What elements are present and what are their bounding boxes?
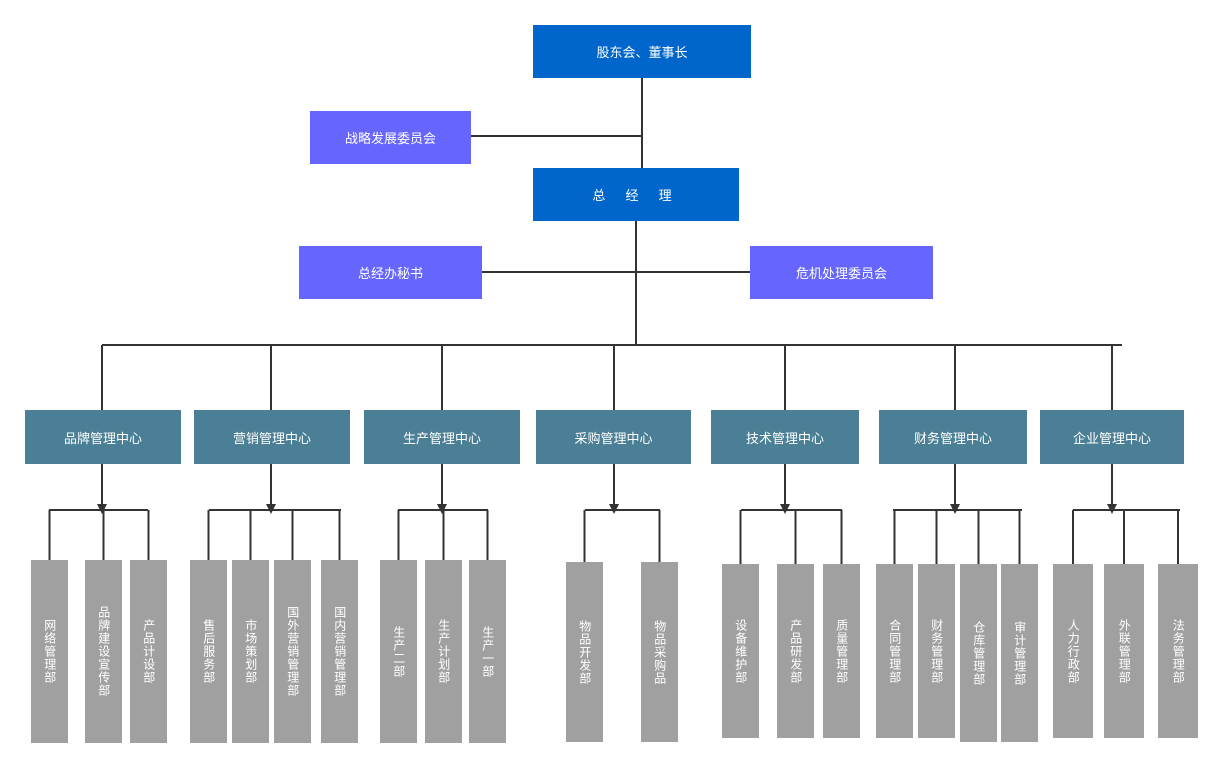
department-box: 产品研发部: [777, 564, 814, 738]
department-box: 网络管理部: [31, 560, 68, 743]
department-label: 仓库管理部: [971, 620, 986, 686]
center-label: 企业管理中心: [1072, 431, 1151, 447]
center-box: 品牌管理中心: [25, 410, 181, 464]
department-box: 售后服务部: [190, 560, 227, 743]
gm-secretary-box: 总经办秘书: [299, 246, 482, 299]
gm-secretary-label: 总经办秘书: [357, 267, 423, 282]
center-label: 技术管理中心: [745, 431, 824, 447]
crisis-committee-label: 危机处理委员会: [795, 267, 887, 282]
department-label: 物品开发部: [577, 619, 592, 685]
department-box: 生产一部: [469, 560, 506, 743]
department-box: 外联管理部: [1104, 564, 1144, 738]
department-box: 市场策划部: [232, 560, 269, 743]
department-label: 审计管理部: [1012, 620, 1027, 686]
department-label: 财务管理部: [929, 618, 944, 684]
department-box: 质量管理部: [823, 564, 860, 738]
general-manager-box: 总 经 理: [533, 168, 739, 221]
general-manager-label: 总 经 理: [592, 189, 680, 204]
department-label: 外联管理部: [1117, 618, 1132, 684]
department-box: 物品采购品: [641, 562, 678, 742]
department-label: 产品计设部: [141, 619, 156, 684]
department-box: 生产二部: [380, 560, 417, 743]
crisis-committee-box: 危机处理委员会: [750, 246, 933, 299]
department-label: 法务管理部: [1171, 618, 1186, 684]
center-label: 采购管理中心: [574, 431, 653, 447]
center-box: 技术管理中心: [711, 410, 859, 464]
center-box: 营销管理中心: [194, 410, 350, 464]
department-label: 国外营销管理部: [285, 606, 300, 697]
department-box: 财务管理部: [918, 564, 955, 738]
department-label: 人力行政部: [1066, 618, 1081, 684]
center-label: 营销管理中心: [232, 431, 311, 447]
department-label: 生产一部: [480, 625, 495, 678]
department-box: 人力行政部: [1053, 564, 1093, 738]
center-label: 财务管理中心: [913, 431, 992, 447]
department-box: 国外营销管理部: [274, 560, 311, 743]
department-label: 品牌建设宣传部: [96, 606, 111, 697]
department-label: 合同管理部: [887, 618, 902, 684]
department-box: 仓库管理部: [960, 564, 997, 742]
center-label: 生产管理中心: [402, 431, 481, 447]
center-box: 采购管理中心: [536, 410, 691, 464]
department-label: 生产计划部: [436, 619, 451, 684]
department-label: 生产二部: [391, 625, 406, 678]
department-box: 法务管理部: [1158, 564, 1198, 738]
center-box: 财务管理中心: [879, 410, 1027, 464]
department-label: 产品研发部: [788, 618, 803, 684]
department-label: 物品采购品: [652, 619, 667, 685]
center-label: 品牌管理中心: [63, 431, 142, 447]
department-label: 国内营销管理部: [332, 606, 347, 697]
department-label: 设备维护部: [733, 618, 748, 684]
department-box: 物品开发部: [566, 562, 603, 742]
strategy-committee-label: 战略发展委员会: [344, 132, 436, 147]
strategy-committee-box: 战略发展委员会: [310, 111, 471, 164]
center-box: 生产管理中心: [364, 410, 520, 464]
department-box: 合同管理部: [876, 564, 913, 738]
department-label: 质量管理部: [834, 618, 849, 684]
center-box: 企业管理中心: [1040, 410, 1184, 464]
shareholders-board-box: 股东会、董事长: [533, 25, 751, 78]
department-box: 设备维护部: [722, 564, 759, 738]
department-box: 生产计划部: [425, 560, 462, 743]
department-label: 售后服务部: [201, 619, 216, 684]
department-box: 产品计设部: [130, 560, 167, 743]
department-box: 审计管理部: [1001, 564, 1038, 742]
department-box: 国内营销管理部: [321, 560, 358, 743]
department-box: 品牌建设宣传部: [85, 560, 122, 743]
department-label: 市场策划部: [243, 619, 258, 684]
department-label: 网络管理部: [42, 619, 57, 684]
shareholders-board-label: 股东会、董事长: [596, 46, 688, 61]
